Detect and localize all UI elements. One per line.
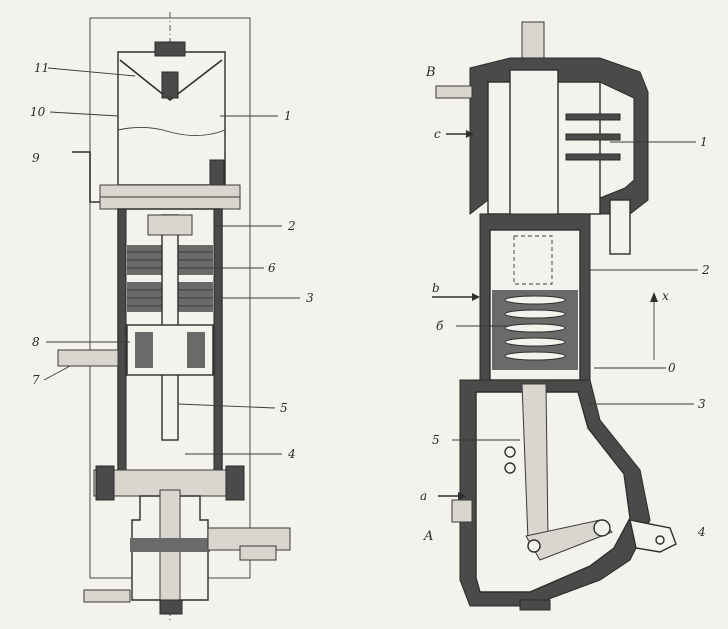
flow-arrows (432, 130, 480, 500)
upper-head (119, 59, 223, 102)
label-7: 7 (32, 373, 40, 387)
inner-cup (513, 235, 553, 285)
label-11: 11 (34, 61, 49, 75)
port-label-c: c (434, 127, 441, 141)
label-9: 9 (32, 151, 40, 165)
right-cross-section (432, 21, 698, 611)
label-2: 2 (287, 219, 296, 233)
label-10: 10 (30, 105, 46, 119)
part-label-1: 1 (700, 135, 708, 149)
label-4: 4 (287, 447, 296, 461)
break-line (117, 127, 226, 136)
part-label-4: 4 (697, 525, 706, 539)
axis-label-x: x (662, 289, 669, 303)
label-8: 8 (32, 335, 40, 349)
part-label-b-cyr: б (436, 319, 444, 333)
port-label-b-upper: B (425, 65, 436, 80)
top-cap (154, 41, 186, 57)
part-label-5: 5 (432, 433, 440, 447)
upper-piston (509, 69, 559, 217)
label-6: 6 (268, 261, 276, 275)
port-pipe-b (435, 85, 473, 99)
part-label-2: 2 (701, 263, 710, 277)
label-5: 5 (280, 401, 288, 415)
top-stem (521, 21, 545, 63)
port-label-a-upper: A (423, 529, 433, 544)
left-cross-section (43, 12, 300, 620)
lug-4 (629, 519, 677, 553)
label-3: 3 (306, 291, 314, 305)
top-nut (161, 71, 179, 99)
port-label-b: b (432, 281, 440, 295)
part-label-0: 0 (668, 361, 676, 375)
nozzle-7 (57, 349, 119, 367)
port-pipe-a (451, 499, 473, 523)
x-axis-indicator (594, 292, 666, 369)
label-1: 1 (284, 109, 292, 123)
port-label-a: a (420, 489, 427, 503)
part-label-3: 3 (698, 397, 706, 411)
bottom-fitting (83, 589, 131, 603)
